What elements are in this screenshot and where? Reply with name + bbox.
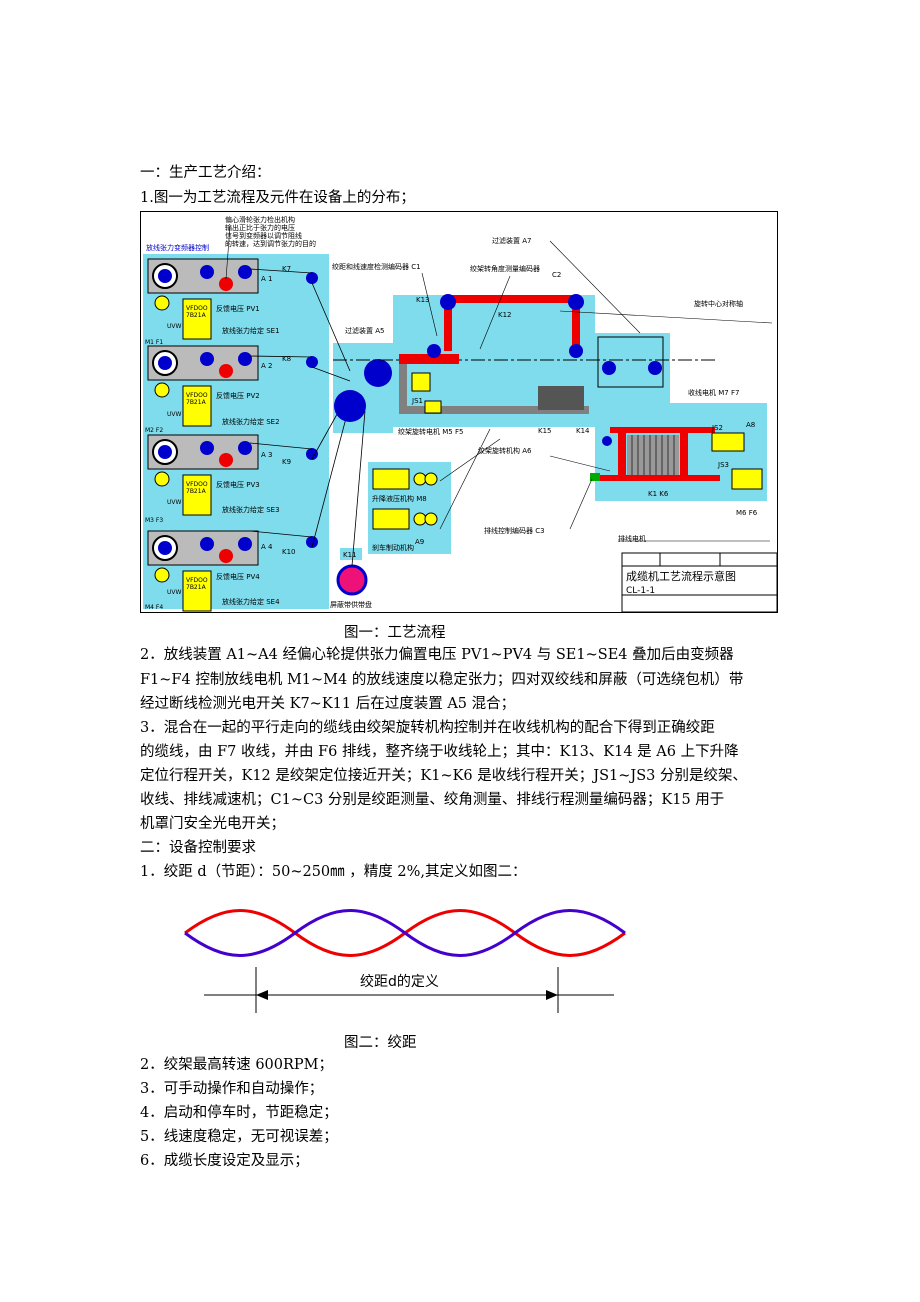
fig1-m1f1: M1 F1: [145, 339, 163, 346]
paragraph-7: 收线、排线减速机；C1~C3 分别是绞距测量、绞角测量、排线行程测量编码器；K1…: [140, 792, 725, 808]
list-item-5: 5．线速度稳定，无可视误差；: [140, 1129, 338, 1145]
fig1-m3f3: M3 F3: [145, 517, 163, 524]
svg-text:UVW: UVW: [167, 323, 181, 330]
section1-item1: 1.图一为工艺流程及元件在设备上的分布；: [140, 190, 415, 206]
fig1-k12: K12: [498, 311, 512, 319]
fig1-c3: 排线控制编码器 C3: [484, 526, 545, 535]
figure2-label: 绞距d的定义: [360, 973, 439, 990]
fig1-k11: K11: [343, 551, 357, 559]
paragraph-3: 经过断线检测光电开关 K7~K11 后在过度装置 A5 混合；: [140, 696, 516, 712]
fig1-shield: 屏蔽带供带盘: [330, 600, 372, 609]
svg-text:VFDOO: VFDOO: [186, 481, 208, 488]
svg-text:7B21A: 7B21A: [186, 488, 207, 495]
fig1-a9: A9: [415, 538, 424, 546]
list-item-2: 2．绞架最高转速 600RPM；: [140, 1057, 334, 1073]
figure1-caption: 图一：工艺流程: [344, 625, 446, 641]
figure1-process-diagram: 偏心滑轮张力检出机构 输出正比于张力的电压 信号到变频器以调节阻线 的转速，达到…: [140, 211, 778, 613]
figure2-caption: 图二：绞距: [344, 1035, 417, 1051]
fig1-js1: JS1: [411, 397, 423, 405]
fig1-k13: K13: [416, 296, 430, 304]
fig1-a5: 过滤装置 A5: [345, 326, 384, 335]
fig1-m6f6: M6 F6: [736, 509, 758, 517]
svg-text:UVW: UVW: [167, 589, 181, 596]
payoff-units: [147, 258, 259, 612]
fig1-a4: A 4: [261, 543, 273, 551]
svg-text:VFDOO: VFDOO: [186, 577, 208, 584]
paragraph-4: 3．混合在一起的平行走向的缆线由绞架旋转机构控制并在收线机构的配合下得到正确绞距: [140, 720, 715, 736]
purple-wave: [184, 909, 626, 957]
paragraph-5: 的缆线，由 F7 收线，并由 F6 排线，整齐绕于收线轮上；其中：K13、K14…: [140, 744, 739, 760]
fig1-pv1: 反馈电压 PV1: [216, 304, 260, 313]
fig1-eccentric-note-3: 信号到变频器以调节阻线: [225, 231, 302, 240]
fig1-brake: 刹车制动机构: [372, 543, 414, 552]
fig1-k8: K8: [282, 355, 291, 363]
fig1-pv2: 反馈电压 PV2: [216, 391, 260, 400]
fig1-k7: K7: [282, 265, 291, 273]
fig1-title-block: 成缆机工艺流程示意图: [626, 569, 736, 583]
fig1-a6: 绞架旋转机构 A6: [478, 446, 532, 455]
fig1-k14: K14: [576, 427, 590, 435]
fig1-a3: A 3: [261, 451, 272, 459]
fig1-m8: 升降液压机构 M8: [372, 494, 427, 503]
fig1-title-code: CL-1-1: [626, 586, 655, 596]
fig1-traverse-motor: 排线电机: [618, 534, 646, 543]
fig1-a8: A8: [746, 421, 755, 429]
svg-text:UVW: UVW: [167, 499, 181, 506]
fig1-a1: A 1: [261, 275, 272, 283]
section1-heading: 一：生产工艺介绍：: [140, 165, 271, 181]
section2-item1: 1．绞距 d（节距）：50~250㎜ ，精度 2%,其定义如图二：: [140, 864, 527, 880]
paragraph-6: 定位行程开关，K12 是绞架定位接近开关；K1~K6 是收线行程开关；JS1~J…: [140, 768, 747, 784]
fig1-c2-label: 绞架转角度测量编码器: [470, 264, 540, 273]
list-item-3: 3．可手动操作和自动操作；: [140, 1081, 324, 1097]
fig1-js2: JS2: [711, 424, 723, 432]
fig1-a2: A 2: [261, 362, 272, 370]
fig1-m5f5: 绞架旋转电机 M5 F5: [398, 427, 463, 436]
paragraph-2: F1~F4 控制放线电机 M1~M4 的放线速度以稳定张力；四对双绞线和屏蔽（可…: [140, 672, 744, 688]
fig1-axis: 旋转中心对称轴: [694, 299, 743, 308]
fig1-c2: C2: [552, 271, 561, 279]
fig1-js3: JS3: [717, 461, 729, 469]
paragraph-1: 2．放线装置 A1~A4 经偏心轮提供张力偏置电压 PV1~PV4 与 SE1~…: [140, 647, 734, 663]
fig1-se4: 放线张力给定 SE4: [222, 597, 280, 606]
svg-text:UVW: UVW: [167, 411, 181, 418]
fig1-se3: 放线张力给定 SE3: [222, 505, 280, 514]
fig1-k15: K15: [538, 427, 552, 435]
paragraph-8: 机罩门安全光电开关；: [140, 816, 285, 832]
fig1-pv4: 反馈电压 PV4: [216, 572, 260, 581]
fig1-pv3: 反馈电压 PV3: [216, 480, 260, 489]
figure2-twist-pitch-diagram: 绞距d的定义: [180, 885, 630, 1020]
section2-heading: 二：设备控制要求: [140, 840, 256, 856]
fig1-inverter-ctrl: 放线张力变频器控制: [146, 243, 209, 252]
fig1-m2f2: M2 F2: [145, 427, 163, 434]
fig1-c1: 绞距和线速度检测编码器 C1: [332, 262, 421, 271]
svg-text:VFDOO: VFDOO: [186, 392, 208, 399]
fig1-m7f7: 收线电机 M7 F7: [688, 388, 739, 397]
fig1-k1k6: K1 K6: [648, 490, 669, 498]
fig1-eccentric-note-4: 的转速，达到调节张力的目的: [225, 239, 316, 248]
svg-text:7B21A: 7B21A: [186, 399, 207, 406]
fig1-eccentric-note-2: 输出正比于张力的电压: [225, 223, 295, 232]
fig1-eccentric-note-1: 偏心滑轮张力检出机构: [225, 215, 295, 224]
fig1-m4f4: M4 F4: [145, 604, 163, 611]
list-item-6: 6．成缆长度设定及显示；: [140, 1153, 309, 1169]
fig1-vfd-1: VFDOO: [186, 305, 208, 312]
fig1-k10: K10: [282, 548, 296, 556]
svg-text:7B21A: 7B21A: [186, 312, 207, 319]
fig1-k9: K9: [282, 458, 291, 466]
fig1-a7: 过滤装置 A7: [492, 236, 531, 245]
fig1-se2: 放线张力给定 SE2: [222, 417, 280, 426]
svg-text:7B21A: 7B21A: [186, 584, 207, 591]
fig1-se1: 放线张力给定 SE1: [222, 326, 280, 335]
list-item-4: 4．启动和停车时，节距稳定；: [140, 1105, 338, 1121]
